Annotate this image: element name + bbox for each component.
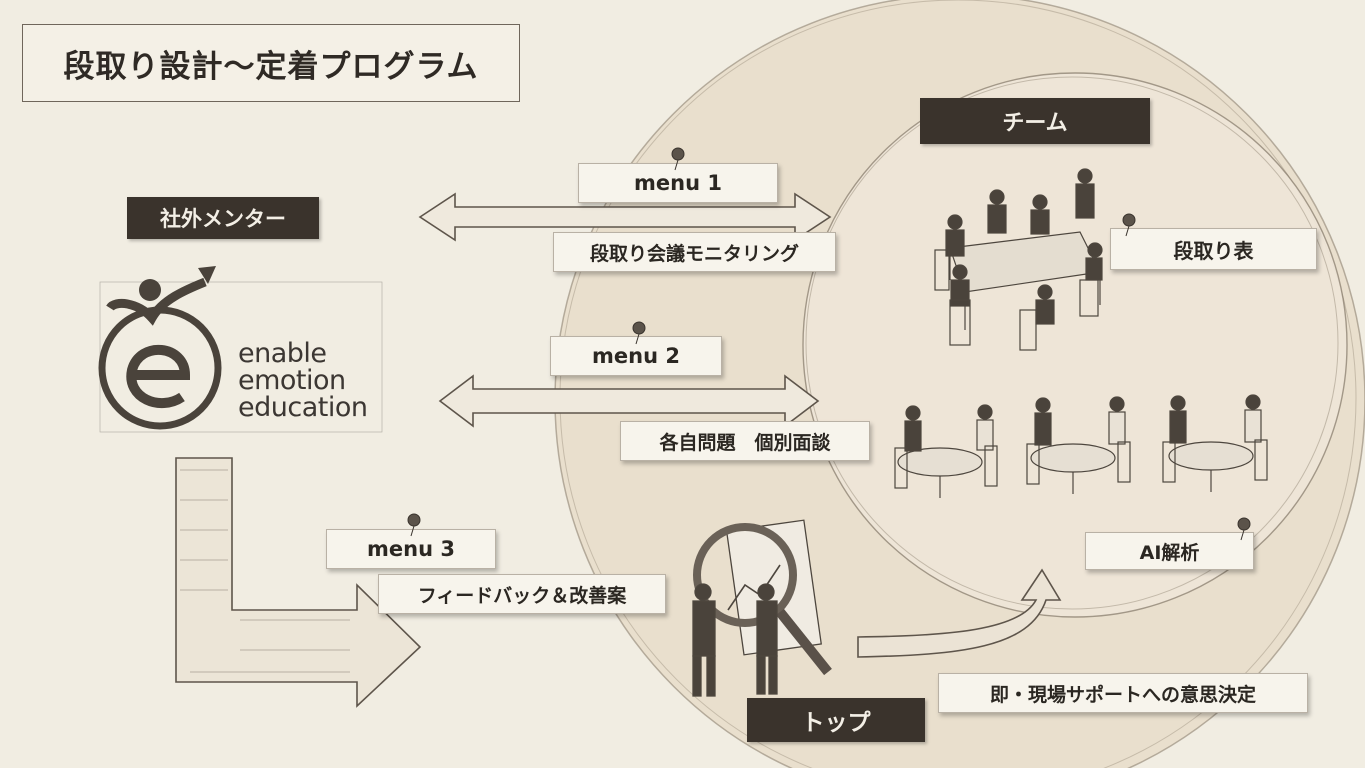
- menu3-arrow: [175, 457, 422, 708]
- menu1-card: menu 1: [578, 163, 778, 203]
- menu2-double-arrow: [438, 374, 820, 428]
- logo-line-education: education: [238, 392, 367, 423]
- page-title: 段取り設計〜定着プログラム: [22, 24, 520, 102]
- logo-line-enable: enable: [238, 338, 327, 369]
- ai-analysis-card: AI解析: [1085, 532, 1254, 570]
- schedule-sheet-card: 段取り表: [1110, 228, 1317, 270]
- team-label: チーム: [920, 98, 1150, 144]
- menu1-double-arrow: [418, 192, 832, 242]
- magnifier-icon: [693, 523, 797, 627]
- menu3-card: menu 3: [326, 529, 496, 569]
- top-decision-caption: 即・現場サポートへの意思決定: [938, 673, 1308, 713]
- team-meeting-illustration: [934, 168, 1103, 351]
- menu2-desc-card: 各自問題 個別面談: [620, 421, 870, 461]
- one-on-one-illustrations: [894, 394, 1268, 498]
- menu1-desc-card: 段取り会議モニタリング: [553, 232, 836, 272]
- mentor-label: 社外メンター: [127, 197, 319, 239]
- menu2-card: menu 2: [550, 336, 722, 376]
- menu3-desc-card: フィードバック＆改善案: [378, 574, 666, 614]
- top-executives-illustration: [692, 519, 832, 697]
- enable-emotion-education-logo: [98, 266, 383, 433]
- logo-line-emotion: emotion: [238, 365, 346, 396]
- top-label: トップ: [747, 698, 925, 742]
- top-to-team-arrow: [857, 568, 1062, 658]
